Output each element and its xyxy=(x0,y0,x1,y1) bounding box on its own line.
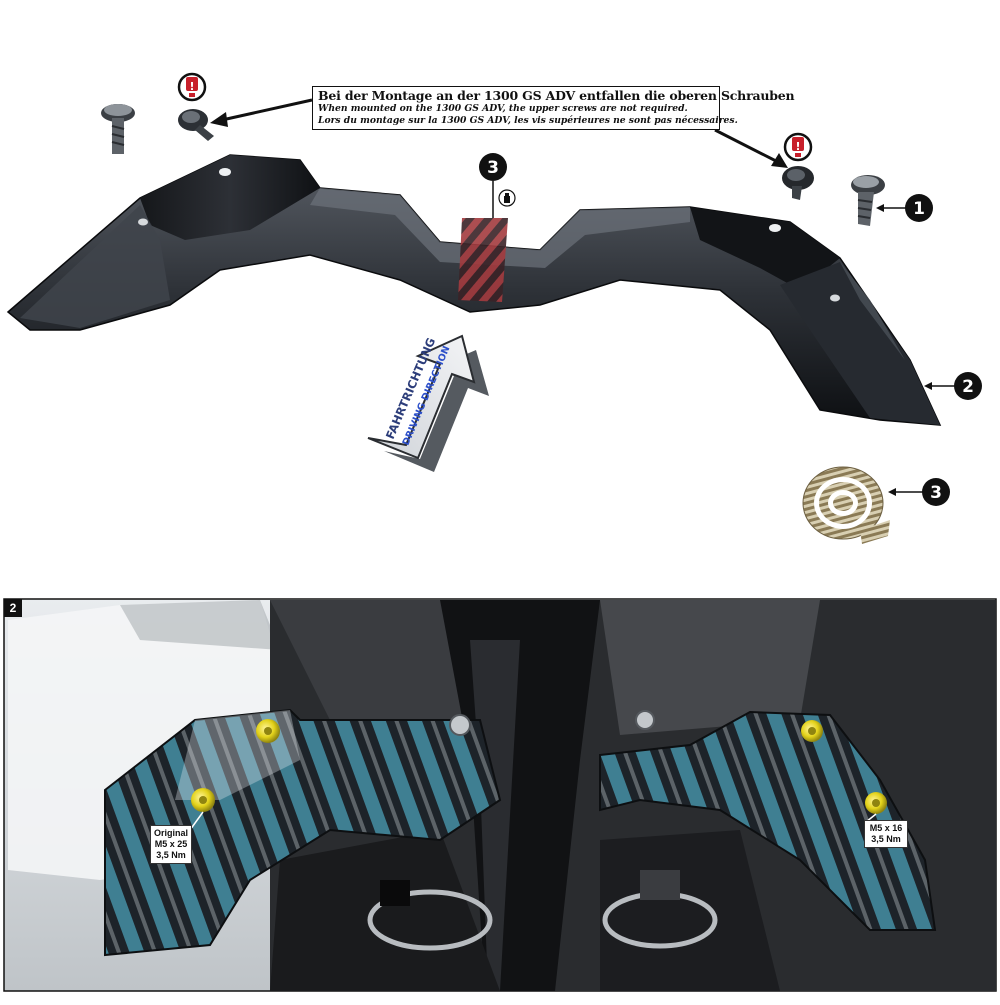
driving-direction-arrow: FAHRTRICHTUNG DRIVING DIRECTION xyxy=(367,334,489,472)
callout-1-number: 1 xyxy=(913,199,925,219)
callout-3-top-number: 3 xyxy=(487,158,499,178)
torque-left-line3: 3,5 Nm xyxy=(156,850,186,860)
bolt-right-upper xyxy=(801,720,823,742)
callout-2-number: 2 xyxy=(962,377,974,397)
warning-icon-right: ! xyxy=(783,132,813,162)
note-leader-right xyxy=(714,128,788,168)
note-text-fr: Lors du montage sur la 1300 GS ADV, les … xyxy=(318,115,738,126)
note-leader-left xyxy=(210,98,313,127)
callout-3-roll-badge xyxy=(922,478,950,506)
cleaner-spray-icon xyxy=(498,189,516,207)
bolt-left-lower xyxy=(191,788,215,812)
torque-label-right: M5 x 16 3,5 Nm xyxy=(864,820,908,848)
step-2-badge: 2 xyxy=(4,599,22,617)
callout-2-badge xyxy=(954,372,982,400)
torque-right-line2: 3,5 Nm xyxy=(871,834,901,844)
screw-right-plain xyxy=(851,175,885,226)
screw-left-upper xyxy=(178,109,214,141)
mounting-note: Bei der Montage an der 1300 GS ADV entfa… xyxy=(312,86,795,130)
warning-text-left: ! xyxy=(189,80,194,93)
step-2-photo xyxy=(3,598,997,992)
torque-right-line1: M5 x 16 xyxy=(869,823,903,833)
warning-text-right: ! xyxy=(795,140,800,153)
screw-left-plain xyxy=(101,104,135,154)
torque-left-line2: M5 x 25 xyxy=(154,839,188,849)
bracket xyxy=(6,154,942,426)
note-text-en: When mounted on the 1300 GS ADV, the upp… xyxy=(318,103,688,114)
warning-icon-left: ! xyxy=(177,72,207,102)
callout-3-top-badge xyxy=(479,153,507,181)
screw-right-upper xyxy=(782,166,814,200)
note-text-de: Bei der Montage an der 1300 GS ADV entfa… xyxy=(318,88,795,103)
bolt-right-lower xyxy=(865,792,887,814)
torque-left-line1: Original xyxy=(154,828,189,838)
callout-3-roll-number: 3 xyxy=(930,483,942,503)
bolt-left-upper xyxy=(256,719,280,743)
callout-1-badge xyxy=(905,194,933,222)
torque-label-left: Original M5 x 25 3,5 Nm xyxy=(150,825,192,864)
tape-roll xyxy=(802,466,890,544)
